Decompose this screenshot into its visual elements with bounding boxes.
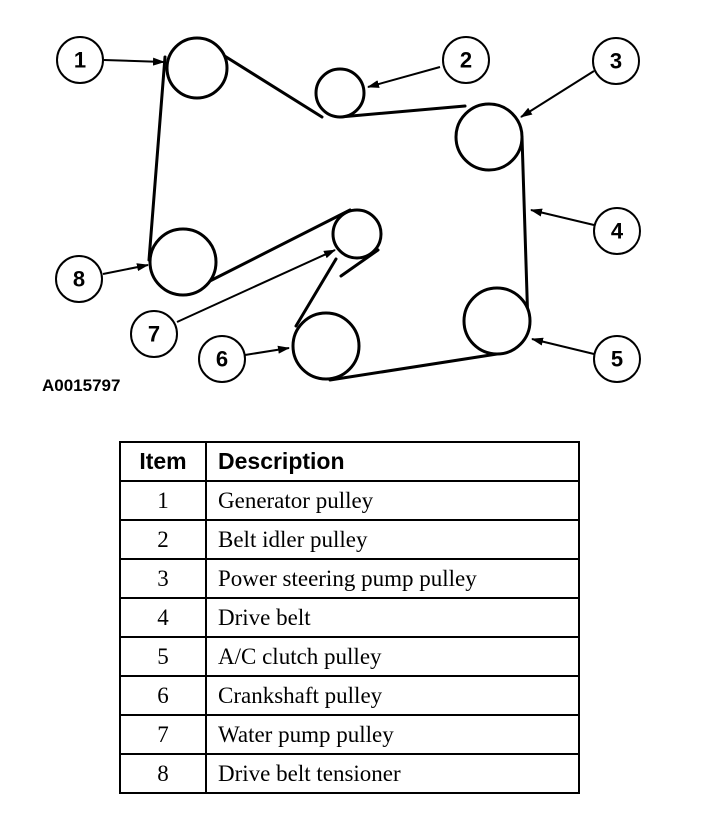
leader-arrow-4 <box>530 208 595 226</box>
leader-arrow-2 <box>367 66 441 88</box>
table-row: 8 Drive belt tensioner <box>119 753 580 794</box>
callout-circle-1 <box>56 36 104 84</box>
callout-number-2: 2 <box>460 48 472 73</box>
belt-routing-diagram: 1 2 3 4 5 6 7 8 A0015797 <box>42 36 641 395</box>
water-pump-pulley <box>331 208 383 260</box>
leader-arrow-6 <box>244 345 290 356</box>
row-item: 4 <box>119 597 207 638</box>
callout-number-6: 6 <box>216 347 228 372</box>
belt-segment-ac-to-crankshaft <box>328 352 499 382</box>
belt-idler-pulley <box>314 67 366 119</box>
callout-circle-2 <box>442 36 490 84</box>
figure-id: A0015797 <box>42 376 120 395</box>
belt-segment-power-steering-to-ac <box>520 135 530 328</box>
table-row: 4 Drive belt <box>119 597 580 638</box>
drive-belt-tensioner <box>148 227 218 297</box>
generator-pulley <box>165 36 229 100</box>
callout-number-1: 1 <box>74 48 86 73</box>
callout-number-7: 7 <box>148 322 160 347</box>
belt-segment-generator-to-idler <box>213 48 324 119</box>
row-description: Drive belt tensioner <box>205 753 580 794</box>
row-item: 7 <box>119 714 207 755</box>
leader-arrow-3 <box>520 70 595 118</box>
table-row: 7 Water pump pulley <box>119 714 580 755</box>
callout-circle-3 <box>592 37 640 85</box>
callout-number-4: 4 <box>611 219 624 244</box>
row-item: 5 <box>119 636 207 677</box>
row-item: 1 <box>119 480 207 521</box>
callout-circle-7 <box>130 310 178 358</box>
row-item: 8 <box>119 753 207 794</box>
belt-segment-idler-to-power-steering <box>338 104 467 119</box>
crankshaft-pulley <box>291 311 361 381</box>
row-description: Power steering pump pulley <box>205 558 580 599</box>
belt-segment-tensioner-to-generator <box>147 55 167 262</box>
callout-number-3: 3 <box>610 49 622 74</box>
row-item: 2 <box>119 519 207 560</box>
ac-clutch-pulley <box>462 286 532 356</box>
drive-belt <box>147 48 530 382</box>
leader-arrow-1 <box>103 57 165 66</box>
callout-circle-4 <box>593 207 641 255</box>
callout-circle-6 <box>198 335 246 383</box>
row-item: 3 <box>119 558 207 599</box>
row-item: 6 <box>119 675 207 716</box>
power-steering-pump-pulley <box>454 102 524 172</box>
row-description: Belt idler pulley <box>205 519 580 560</box>
callout-circle-8 <box>55 255 103 303</box>
row-description: Crankshaft pulley <box>205 675 580 716</box>
legend-table: Item Description 1 Generator pulley 2 Be… <box>119 441 580 794</box>
row-description: A/C clutch pulley <box>205 636 580 677</box>
table-row: 1 Generator pulley <box>119 480 580 521</box>
belt-segment-crankshaft-to-water-pump-lower <box>294 257 338 328</box>
callout-number-8: 8 <box>73 267 85 292</box>
row-description: Water pump pulley <box>205 714 580 755</box>
belt-segment-water-pump-to-tensioner <box>198 208 352 288</box>
table-header-row: Item Description <box>119 441 580 482</box>
table-row: 3 Power steering pump pulley <box>119 558 580 599</box>
table-row: 2 Belt idler pulley <box>119 519 580 560</box>
leader-arrow-7 <box>176 249 336 323</box>
table-row: 6 Crankshaft pulley <box>119 675 580 716</box>
header-item: Item <box>119 441 207 482</box>
header-description: Description <box>205 441 580 482</box>
leader-arrow-8 <box>102 263 149 275</box>
leader-arrow-5 <box>531 337 595 355</box>
row-description: Generator pulley <box>205 480 580 521</box>
callout-number-5: 5 <box>611 347 623 372</box>
callout-circle-5 <box>593 335 641 383</box>
row-description: Drive belt <box>205 597 580 638</box>
table-row: 5 A/C clutch pulley <box>119 636 580 677</box>
